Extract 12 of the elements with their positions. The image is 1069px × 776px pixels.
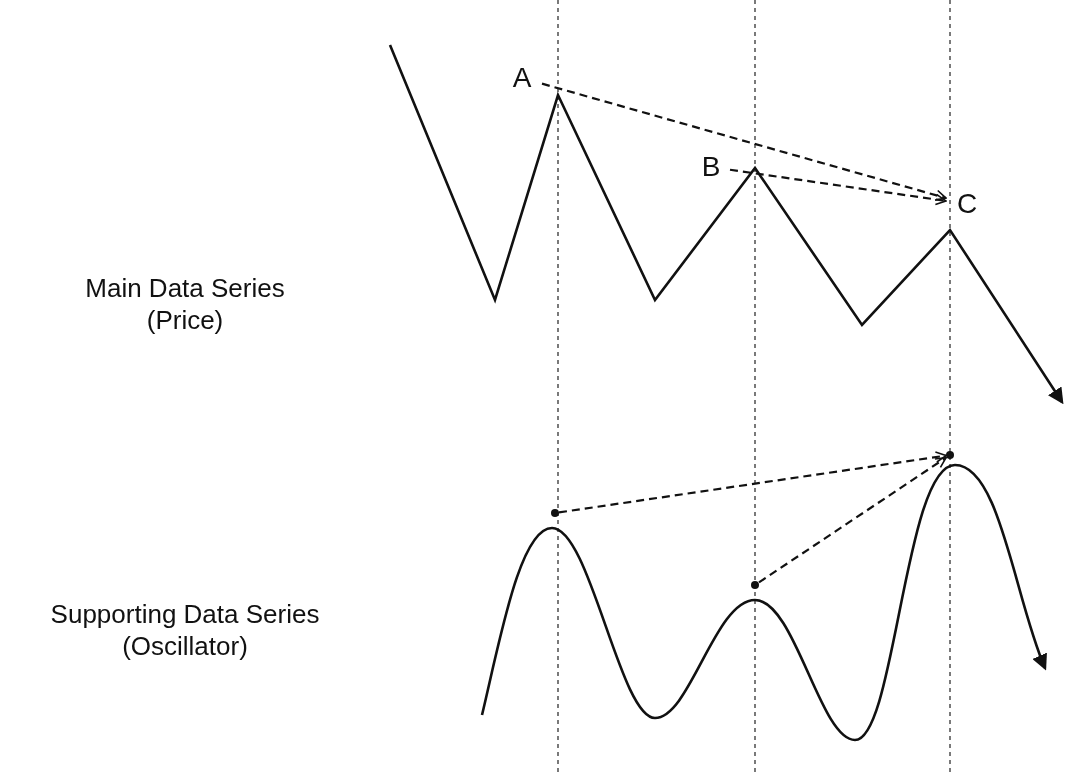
dashed-arrow — [758, 456, 947, 584]
series-label: Main Data Series (Price) — [84, 272, 286, 336]
point-letter: B — [692, 148, 730, 186]
data-point — [551, 509, 559, 517]
data-point — [751, 581, 759, 589]
point-letter: A — [502, 58, 542, 98]
dashed-arrow — [558, 451, 947, 514]
dashed-arrow — [729, 168, 947, 206]
data-point — [946, 451, 954, 459]
dashed-arrow — [541, 82, 947, 201]
point-letter: C — [946, 184, 988, 224]
series-label: Supporting Data Series (Oscillator) — [49, 598, 321, 662]
